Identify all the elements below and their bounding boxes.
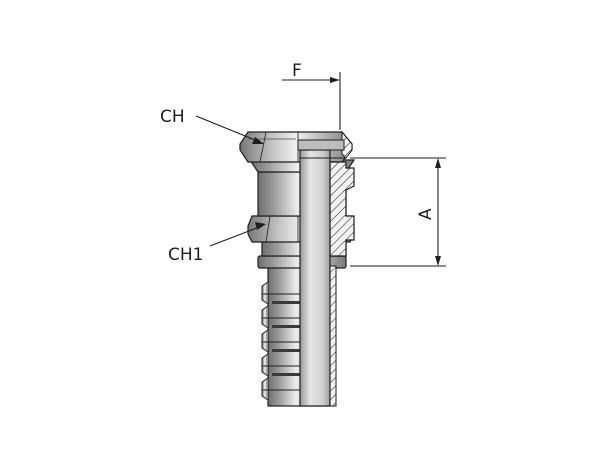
bore — [297, 139, 346, 407]
ch-leader — [195, 115, 261, 143]
hex-ch1-facet — [265, 215, 271, 243]
section-wall — [329, 161, 355, 257]
a-arrowhead-top — [435, 158, 441, 168]
ch1-label: CH1 — [168, 245, 203, 265]
barb — [261, 353, 269, 377]
ch-arrowhead — [252, 137, 264, 144]
annotations — [195, 72, 446, 267]
f-label: F — [292, 61, 302, 81]
hex-ch-facet — [259, 131, 267, 163]
a-label: A — [416, 208, 436, 220]
barb — [261, 281, 269, 305]
barb-shadow — [272, 325, 300, 328]
ch-label: CH — [160, 107, 185, 127]
f-arrowhead — [330, 77, 340, 83]
barb — [261, 377, 269, 401]
section-cut — [329, 130, 355, 407]
section-tail-wall — [329, 265, 337, 407]
barb-shadow — [272, 349, 300, 352]
hose-tail-barbs — [261, 281, 330, 401]
barb-shadow — [272, 373, 300, 376]
barb — [261, 329, 269, 353]
ch1-arrowhead — [255, 222, 266, 230]
bore-channel — [299, 149, 331, 407]
barb-shadow — [272, 301, 300, 304]
a-arrowhead-bottom — [435, 256, 441, 266]
ch1-leader — [209, 225, 263, 247]
barb-shadows — [272, 301, 300, 376]
bore-mouth — [297, 139, 345, 151]
barb — [261, 305, 269, 329]
